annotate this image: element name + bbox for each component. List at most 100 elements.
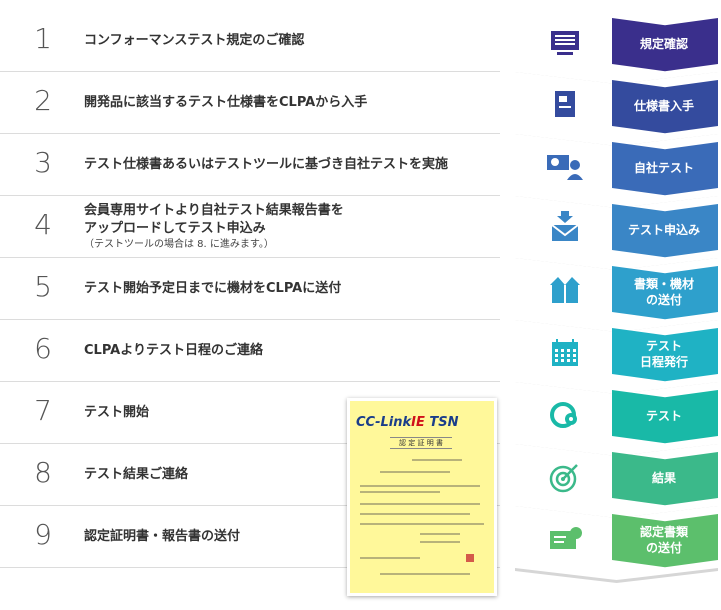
certificate-line bbox=[412, 459, 462, 461]
step-color-box bbox=[612, 142, 718, 196]
row-separator bbox=[0, 195, 500, 196]
step-text-line: テスト開始予定日までに機材をCLPAに送付 bbox=[84, 281, 342, 296]
monitor-icon bbox=[551, 31, 579, 55]
gear-cycle-icon bbox=[550, 402, 577, 428]
step-text: 会員専用サイトより自社テスト結果報告書をアップロードしてテスト申込み （テストツー… bbox=[84, 202, 344, 252]
step-row-7: 7 テスト開始 bbox=[0, 382, 510, 444]
row-separator bbox=[0, 257, 500, 258]
step-row-1: 1 コンフォーマンステスト規定のご確認 bbox=[0, 10, 510, 72]
step-label: 結果 bbox=[612, 470, 716, 486]
certificate-line bbox=[360, 523, 484, 525]
step-text: テスト結果ご連絡 bbox=[84, 466, 188, 484]
step-number: 2 bbox=[34, 84, 52, 117]
certificate-icon bbox=[550, 527, 582, 549]
step-label: 認定書類の送付 bbox=[612, 524, 716, 556]
step-label-line: 仕様書入手 bbox=[633, 99, 694, 113]
step-text: 開発品に該当するテスト仕様書をCLPAから入手 bbox=[84, 94, 367, 112]
step-row-9: 9 認定証明書・報告書の送付 bbox=[0, 506, 510, 568]
row-separator bbox=[0, 71, 500, 72]
document-icon bbox=[555, 91, 575, 117]
step-number: 7 bbox=[34, 394, 52, 427]
row-separator bbox=[0, 381, 500, 382]
step-color-box bbox=[612, 328, 718, 382]
step-color-box bbox=[612, 18, 718, 72]
step-label-line: テスト bbox=[645, 409, 682, 423]
step-label-line: 認定書類 bbox=[639, 525, 688, 539]
certificate-line bbox=[420, 541, 460, 543]
step-label: 仕様書入手 bbox=[612, 98, 716, 114]
step-label-line: の送付 bbox=[645, 293, 682, 307]
step-row-2: 2 開発品に該当するテスト仕様書をCLPAから入手 bbox=[0, 72, 510, 134]
step-label: 規定確認 bbox=[612, 36, 716, 52]
certificate-line bbox=[360, 503, 480, 505]
step-color-box bbox=[612, 80, 718, 134]
certificate-image: CC-LinkIE TSN 認 定 証 明 書 bbox=[347, 398, 497, 596]
step-number: 8 bbox=[34, 456, 52, 489]
certificate-line bbox=[360, 491, 440, 493]
step-color-box bbox=[612, 390, 718, 444]
step-number: 9 bbox=[34, 518, 52, 551]
step-label: 自社テスト bbox=[612, 160, 716, 176]
certificate-line bbox=[360, 557, 420, 559]
step-color-box bbox=[612, 514, 718, 568]
certificate-line bbox=[380, 573, 470, 575]
step-number: 3 bbox=[34, 146, 52, 179]
step-label-line: テスト bbox=[645, 339, 682, 353]
row-separator bbox=[0, 505, 500, 506]
step-label-line: 自社テスト bbox=[633, 161, 694, 175]
step-number: 6 bbox=[34, 332, 52, 365]
step-text-line: テスト仕様書あるいはテストツールに基づき自社テストを実施 bbox=[84, 157, 449, 172]
row-separator bbox=[0, 567, 500, 568]
step-text: テスト開始 bbox=[84, 404, 149, 422]
certificate-line bbox=[360, 485, 480, 487]
step-text-line: CLPAよりテスト日程のご連絡 bbox=[84, 343, 263, 358]
certificate-line bbox=[380, 471, 450, 473]
step-label: テスト bbox=[612, 408, 716, 424]
target-icon bbox=[549, 464, 578, 493]
step-row-4: 4 会員専用サイトより自社テスト結果報告書をアップロードしてテスト申込み （テストツ… bbox=[0, 196, 510, 258]
row-separator bbox=[0, 133, 500, 134]
step-color-box bbox=[612, 266, 718, 320]
step-text-line: アップロードしてテスト申込み bbox=[84, 221, 266, 236]
step-label-line: 日程発行 bbox=[639, 355, 688, 369]
step-text: テスト開始予定日までに機材をCLPAに送付 bbox=[84, 280, 341, 298]
step-label: テスト申込み bbox=[612, 222, 716, 238]
step-text-line: 会員専用サイトより自社テスト結果報告書を bbox=[84, 203, 344, 218]
step-text: コンフォーマンステスト規定のご確認 bbox=[84, 32, 304, 50]
step-label: 書類・機材の送付 bbox=[612, 276, 716, 308]
certificate-stamp bbox=[466, 554, 474, 562]
step-label-line: の送付 bbox=[645, 541, 682, 555]
step-color-box bbox=[612, 204, 718, 258]
step-note: （テストツールの場合は 8. に進みます。） bbox=[84, 239, 274, 250]
step-text-line: 認定証明書・報告書の送付 bbox=[84, 529, 241, 544]
step-row-8: 8 テスト結果ご連絡 bbox=[0, 444, 510, 506]
step-text-line: テスト開始 bbox=[84, 405, 150, 420]
certificate-logo: CC-LinkIE TSN bbox=[356, 415, 459, 430]
step-label: テスト日程発行 bbox=[612, 338, 716, 370]
step-color-box bbox=[612, 452, 718, 506]
package-icon bbox=[550, 277, 580, 303]
certificate-title: 認 定 証 明 書 bbox=[390, 437, 452, 449]
step-text: テスト仕様書あるいはテストツールに基づき自社テストを実施 bbox=[84, 156, 448, 174]
step-text: 認定証明書・報告書の送付 bbox=[84, 528, 240, 546]
step-label-line: 書類・機材 bbox=[633, 277, 694, 291]
step-number: 1 bbox=[34, 22, 52, 55]
step-text-line: テスト結果ご連絡 bbox=[84, 467, 189, 482]
step-label-line: 規定確認 bbox=[639, 37, 688, 51]
certificate-line bbox=[420, 533, 460, 535]
step-text-line: コンフォーマンステスト規定のご確認 bbox=[84, 33, 305, 48]
step-label-line: テスト申込み bbox=[627, 223, 700, 237]
row-separator bbox=[0, 319, 500, 320]
step-number: 5 bbox=[34, 270, 52, 303]
step-label-line: 結果 bbox=[651, 471, 676, 485]
step-text-line: 開発品に該当するテスト仕様書をCLPAから入手 bbox=[84, 95, 368, 110]
step-row-3: 3 テスト仕様書あるいはテストツールに基づき自社テストを実施 bbox=[0, 134, 510, 196]
row-separator bbox=[0, 443, 500, 444]
step-text: CLPAよりテスト日程のご連絡 bbox=[84, 342, 263, 360]
step-number: 4 bbox=[34, 208, 52, 241]
computer-user-icon bbox=[547, 155, 583, 180]
mail-upload-icon bbox=[551, 211, 579, 241]
certificate-line bbox=[360, 513, 470, 515]
step-row-6: 6 CLPAよりテスト日程のご連絡 bbox=[0, 320, 510, 382]
